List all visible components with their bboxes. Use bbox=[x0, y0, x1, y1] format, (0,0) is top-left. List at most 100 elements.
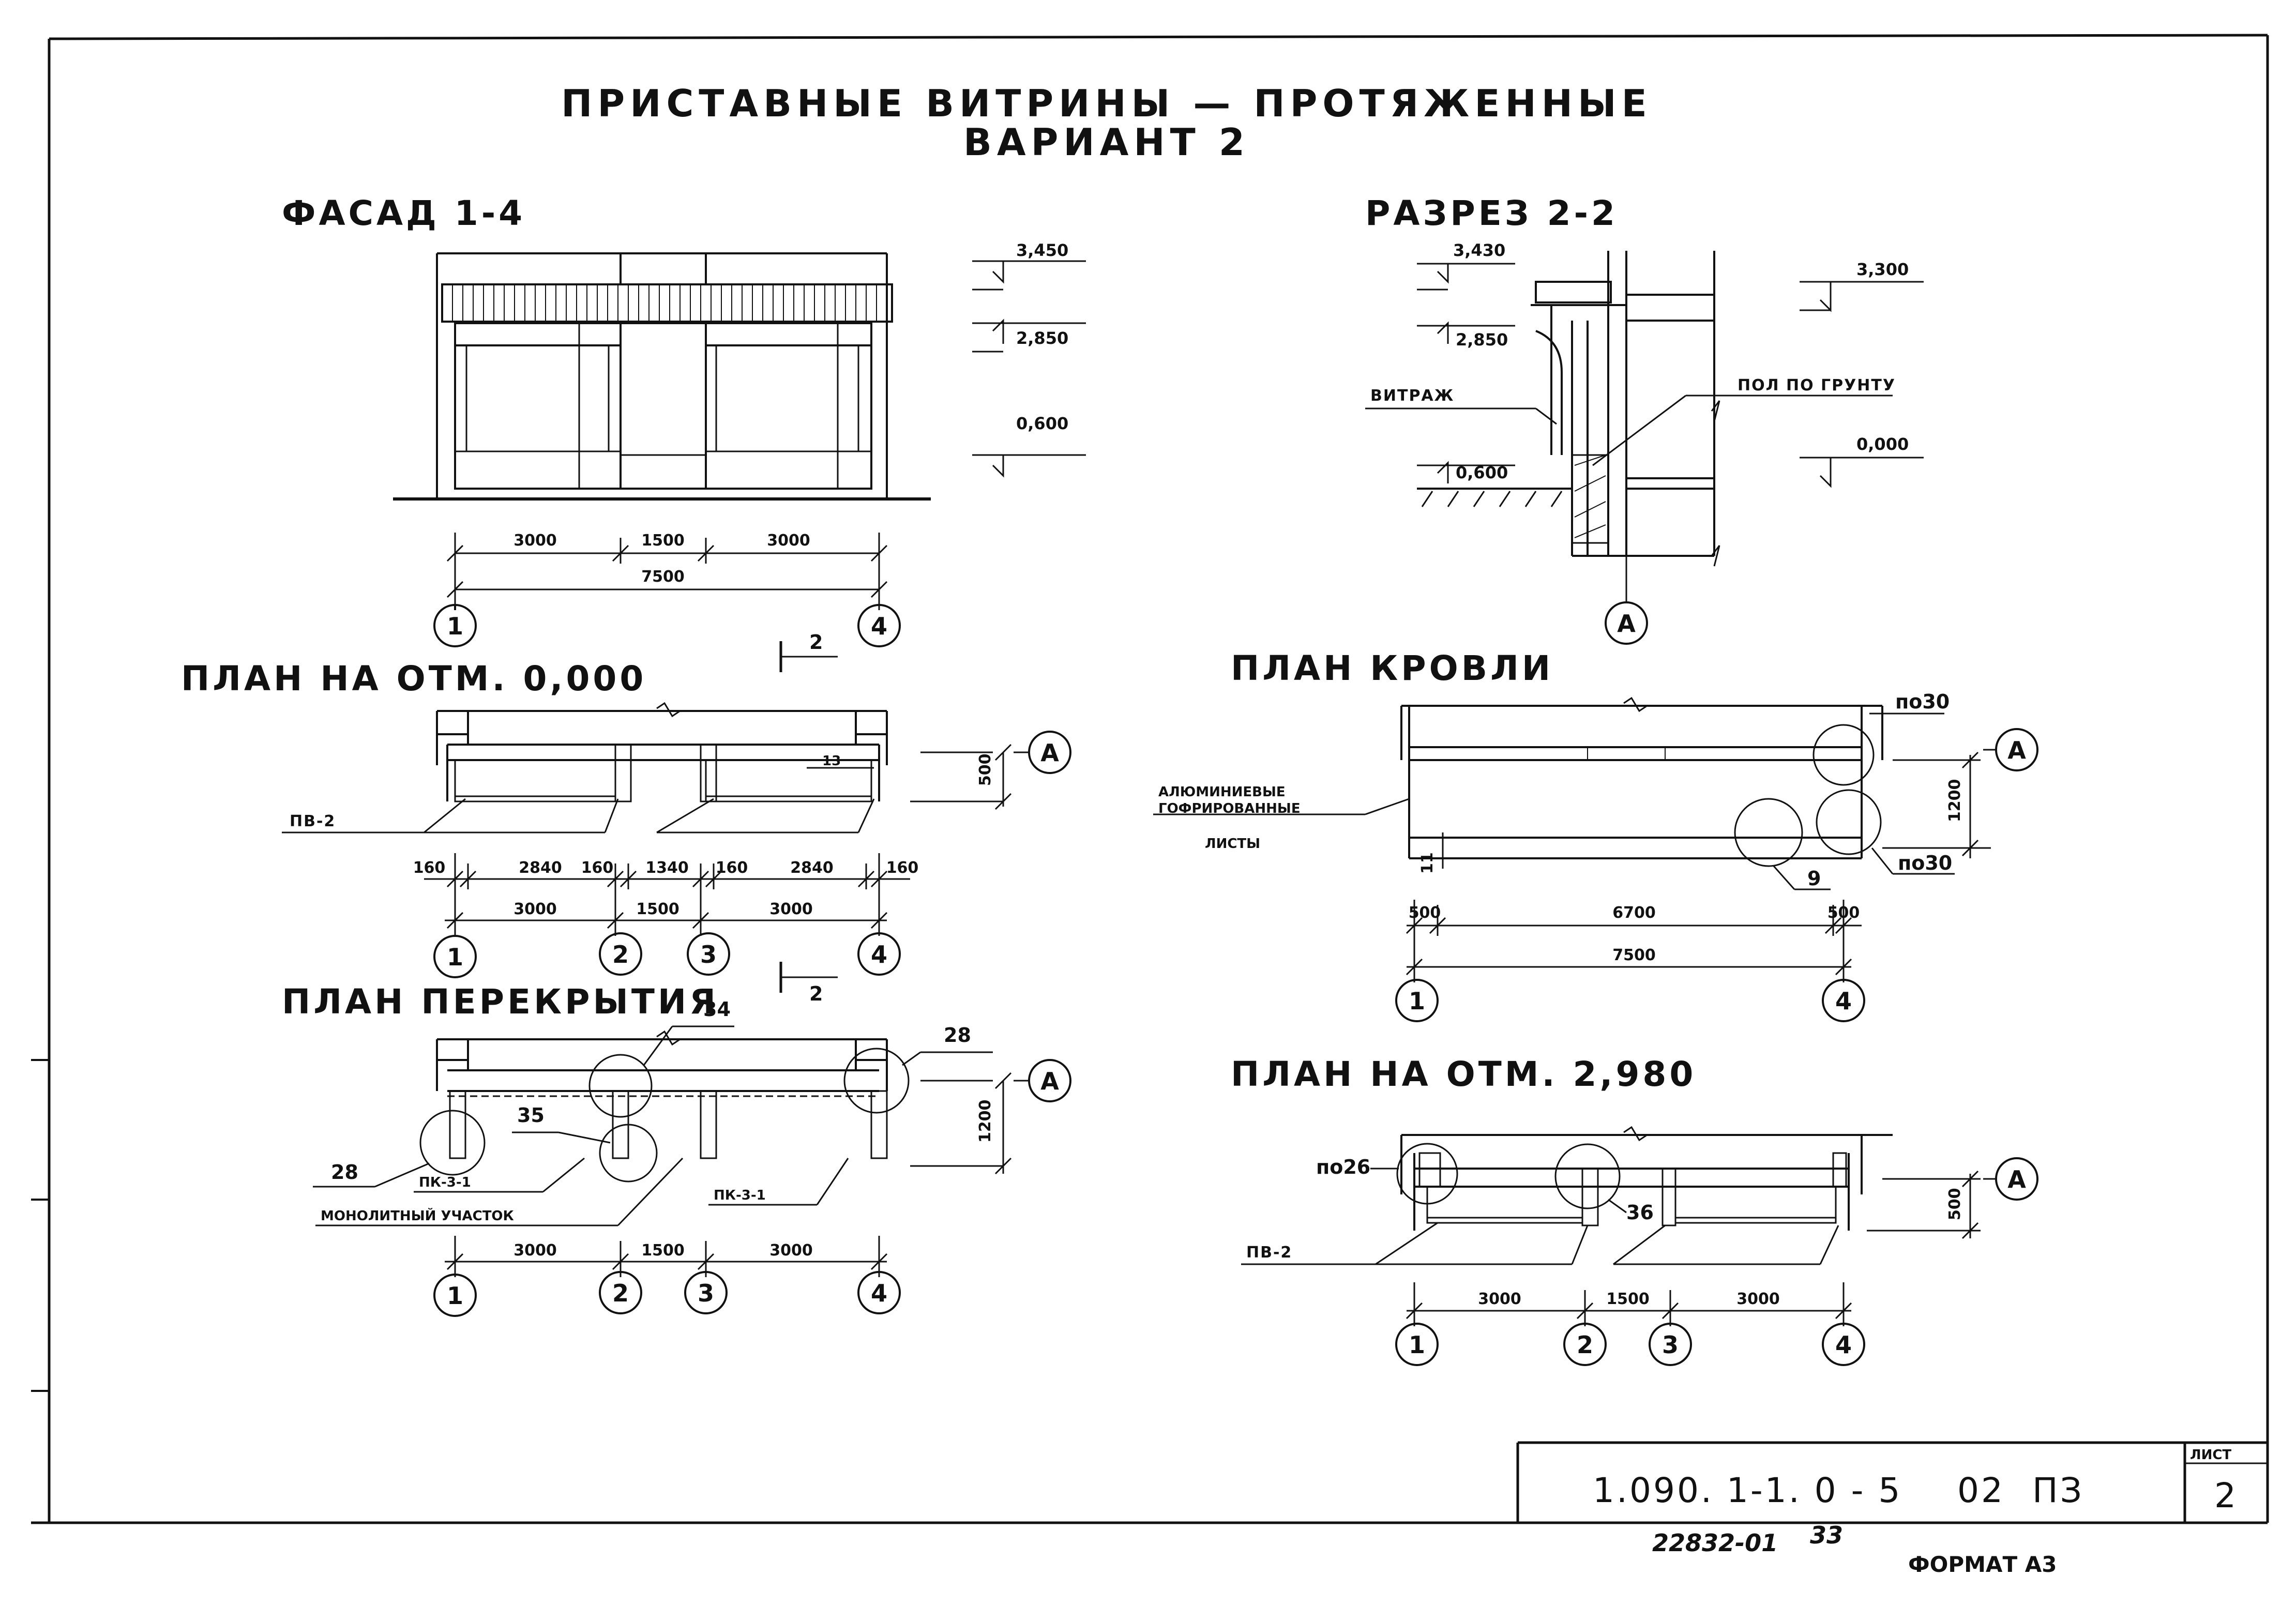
plan2980-callout-36: 36 bbox=[1626, 1201, 1654, 1224]
overlap-axis-3: 3 bbox=[698, 1279, 714, 1307]
sheet-frame bbox=[31, 34, 2269, 1524]
plan0-dim-r1-3: 160 bbox=[581, 859, 614, 877]
stamp-section: ПЗ bbox=[2032, 1471, 2084, 1510]
roof-axis-4: 4 bbox=[1835, 987, 1852, 1015]
stamp-part: 02 bbox=[1957, 1471, 2005, 1510]
plan0-dim-r1-1: 160 bbox=[413, 859, 446, 877]
facade-dim-1: 3000 bbox=[513, 532, 557, 550]
facade-axis-1: 1 bbox=[447, 612, 463, 640]
plan0-dim-r2-2: 1500 bbox=[636, 900, 679, 918]
plan-roof: ПЛАН КРОВЛИ по30 по30 9 11 АЛЮМИНИЕВЫЕ Г… bbox=[1153, 648, 2038, 1022]
plan0-dim-r1-4: 1340 bbox=[645, 859, 689, 877]
overlap-dim-2: 1500 bbox=[641, 1241, 685, 1260]
facade-dim-3: 3000 bbox=[767, 532, 810, 550]
plan2980-axis-2: 2 bbox=[1577, 1331, 1593, 1359]
plan2980-dim-2: 1500 bbox=[1606, 1290, 1650, 1308]
plan2980-axis-3: 3 bbox=[1662, 1331, 1679, 1359]
section-level-marks-right bbox=[1800, 281, 1924, 488]
sheet-title: ПРИСТАВНЫЕ ВИТРИНЫ — ПРОТЯЖЕННЫЕ ВАРИАНТ… bbox=[561, 82, 1652, 164]
section-axis-a: А bbox=[1617, 610, 1636, 638]
roof-axis-1: 1 bbox=[1409, 987, 1425, 1015]
overlap-dim-3: 3000 bbox=[769, 1241, 813, 1260]
title-line-1: ПРИСТАВНЫЕ ВИТРИНЫ — ПРОТЯЖЕННЫЕ bbox=[561, 82, 1652, 125]
plan0-dim-r1-5: 160 bbox=[716, 859, 748, 877]
plan-overlap: ПЛАН ПЕРЕКРЫТИЯ 34 28 35 28 bbox=[282, 982, 1071, 1317]
plan0-note-13: 13 bbox=[822, 753, 841, 769]
title-block: 1.090. 1-1. 0 - 5 02 ПЗ ЛИСТ 2 bbox=[1516, 1441, 2268, 1523]
plan-0000: ПЛАН НА ОТМ. 0,000 2 2 13 bbox=[181, 631, 1071, 1005]
plan0-axis-3: 3 bbox=[700, 941, 717, 968]
facade-axis-4: 4 bbox=[871, 612, 887, 640]
section-level-marks-left bbox=[1417, 263, 1515, 483]
roof-dim-r1-3: 500 bbox=[1827, 904, 1860, 922]
section-level-0000: 0,000 bbox=[1856, 434, 1909, 454]
plan0-cut-mark-bottom: 2 bbox=[809, 982, 823, 1005]
facade-level-marks bbox=[972, 260, 1086, 478]
section-level-2850: 2,850 bbox=[1456, 330, 1508, 350]
plan0-axis-1: 1 bbox=[447, 943, 463, 971]
facade-level-2850: 2,850 bbox=[1016, 328, 1068, 348]
overlap-tag-pk-left: ПК-3-1 bbox=[419, 1175, 471, 1190]
roof-side-dim: 1200 bbox=[1946, 779, 1964, 823]
plan0-dim-r1-6: 2840 bbox=[790, 859, 834, 877]
stamp-code: 1.090. 1-1. 0 - 5 bbox=[1593, 1471, 1902, 1510]
plan0-tag-pv2: ПВ-2 bbox=[290, 812, 336, 830]
facade-level-3450: 3,450 bbox=[1016, 240, 1068, 260]
facade-dim-total: 7500 bbox=[641, 568, 685, 586]
overlap-callout-28-right: 28 bbox=[944, 1024, 971, 1047]
overlap-callout-34: 34 bbox=[703, 998, 731, 1021]
roof-dimension-lines bbox=[1406, 900, 1862, 982]
section-2-2: РАЗРЕЗ 2-2 ВИТРАЖ ПОЛ ПО ГРУНТУ bbox=[1365, 193, 1924, 645]
plan0-dim-r2-3: 3000 bbox=[769, 900, 813, 918]
section-note-floor: ПОЛ ПО ГРУНТУ bbox=[1738, 376, 1896, 395]
plan0-dimension-lines bbox=[424, 853, 910, 936]
overlap-side-dim: 1200 bbox=[976, 1100, 994, 1143]
roof-callout-po30-top: по30 bbox=[1895, 690, 1950, 713]
roof-callout-11: 11 bbox=[1418, 852, 1437, 874]
overlap-tag-pk-right: ПК-3-1 bbox=[714, 1188, 766, 1203]
plan2980-label: ПЛАН НА ОТМ. 2,980 bbox=[1231, 1054, 1696, 1094]
facade-view: ФАСАД 1-4 3,450 bbox=[282, 193, 1086, 647]
facade-dim-2: 1500 bbox=[641, 532, 685, 550]
plan-2980: ПЛАН НА ОТМ. 2,980 по26 36 ПВ-2 bbox=[1231, 1054, 2038, 1366]
overlap-axis-a: А bbox=[1040, 1067, 1059, 1095]
overlap-label: ПЛАН ПЕРЕКРЫТИЯ bbox=[282, 982, 719, 1022]
section-label: РАЗРЕЗ 2-2 bbox=[1365, 193, 1618, 233]
stamp-sheet-label: ЛИСТ bbox=[2190, 1447, 2231, 1463]
facade-level-0600: 0,600 bbox=[1016, 414, 1068, 433]
overlap-callout-35: 35 bbox=[517, 1104, 545, 1127]
plan2980-dim-1: 3000 bbox=[1478, 1290, 1521, 1308]
section-level-0600: 0,600 bbox=[1456, 463, 1508, 482]
roof-callout-9: 9 bbox=[1807, 867, 1821, 890]
title-line-2: ВАРИАНТ 2 bbox=[963, 120, 1250, 164]
roof-dim-r1-2: 6700 bbox=[1612, 904, 1656, 922]
plan2980-axis-a: А bbox=[2007, 1165, 2026, 1193]
facade-dimension-lines bbox=[446, 533, 888, 610]
plan0-dim-r2-1: 3000 bbox=[513, 900, 557, 918]
plan0-axis-a: А bbox=[1040, 739, 1059, 767]
fascia-corrugation bbox=[452, 285, 887, 321]
plan2980-side-dim: 500 bbox=[1946, 1188, 1964, 1220]
overlap-dimension-lines bbox=[445, 1236, 888, 1277]
plan0-dim-r1-2: 2840 bbox=[519, 859, 562, 877]
overlap-axis-4: 4 bbox=[871, 1279, 887, 1307]
section-level-3300: 3,300 bbox=[1856, 260, 1909, 279]
plan0-axis-2: 2 bbox=[612, 941, 629, 968]
facade-label: ФАСАД 1-4 bbox=[282, 193, 525, 233]
overlap-axis-2: 2 bbox=[612, 1279, 629, 1307]
section-note-vitrage: ВИТРАЖ bbox=[1370, 387, 1454, 405]
roof-note-line-1: АЛЮМИНИЕВЫЕ bbox=[1158, 784, 1286, 800]
roof-dim-r1-1: 500 bbox=[1409, 904, 1441, 922]
plan2980-dimension-lines bbox=[1406, 1282, 1852, 1326]
plan0-dim-r1-7: 160 bbox=[886, 859, 919, 877]
footer-inventory: 22832-01 bbox=[1652, 1529, 1778, 1557]
plan2980-axis-4: 4 bbox=[1835, 1331, 1852, 1359]
overlap-callout-28-left: 28 bbox=[331, 1161, 358, 1184]
plan0-axis-4: 4 bbox=[871, 941, 887, 968]
roof-axis-a: А bbox=[2007, 736, 2026, 764]
plan0-cut-mark-top: 2 bbox=[809, 631, 823, 654]
plan0-label: ПЛАН НА ОТМ. 0,000 bbox=[181, 659, 646, 699]
footer-page: 33 bbox=[1810, 1521, 1843, 1549]
plan2980-callout-po26: по26 bbox=[1316, 1156, 1370, 1178]
